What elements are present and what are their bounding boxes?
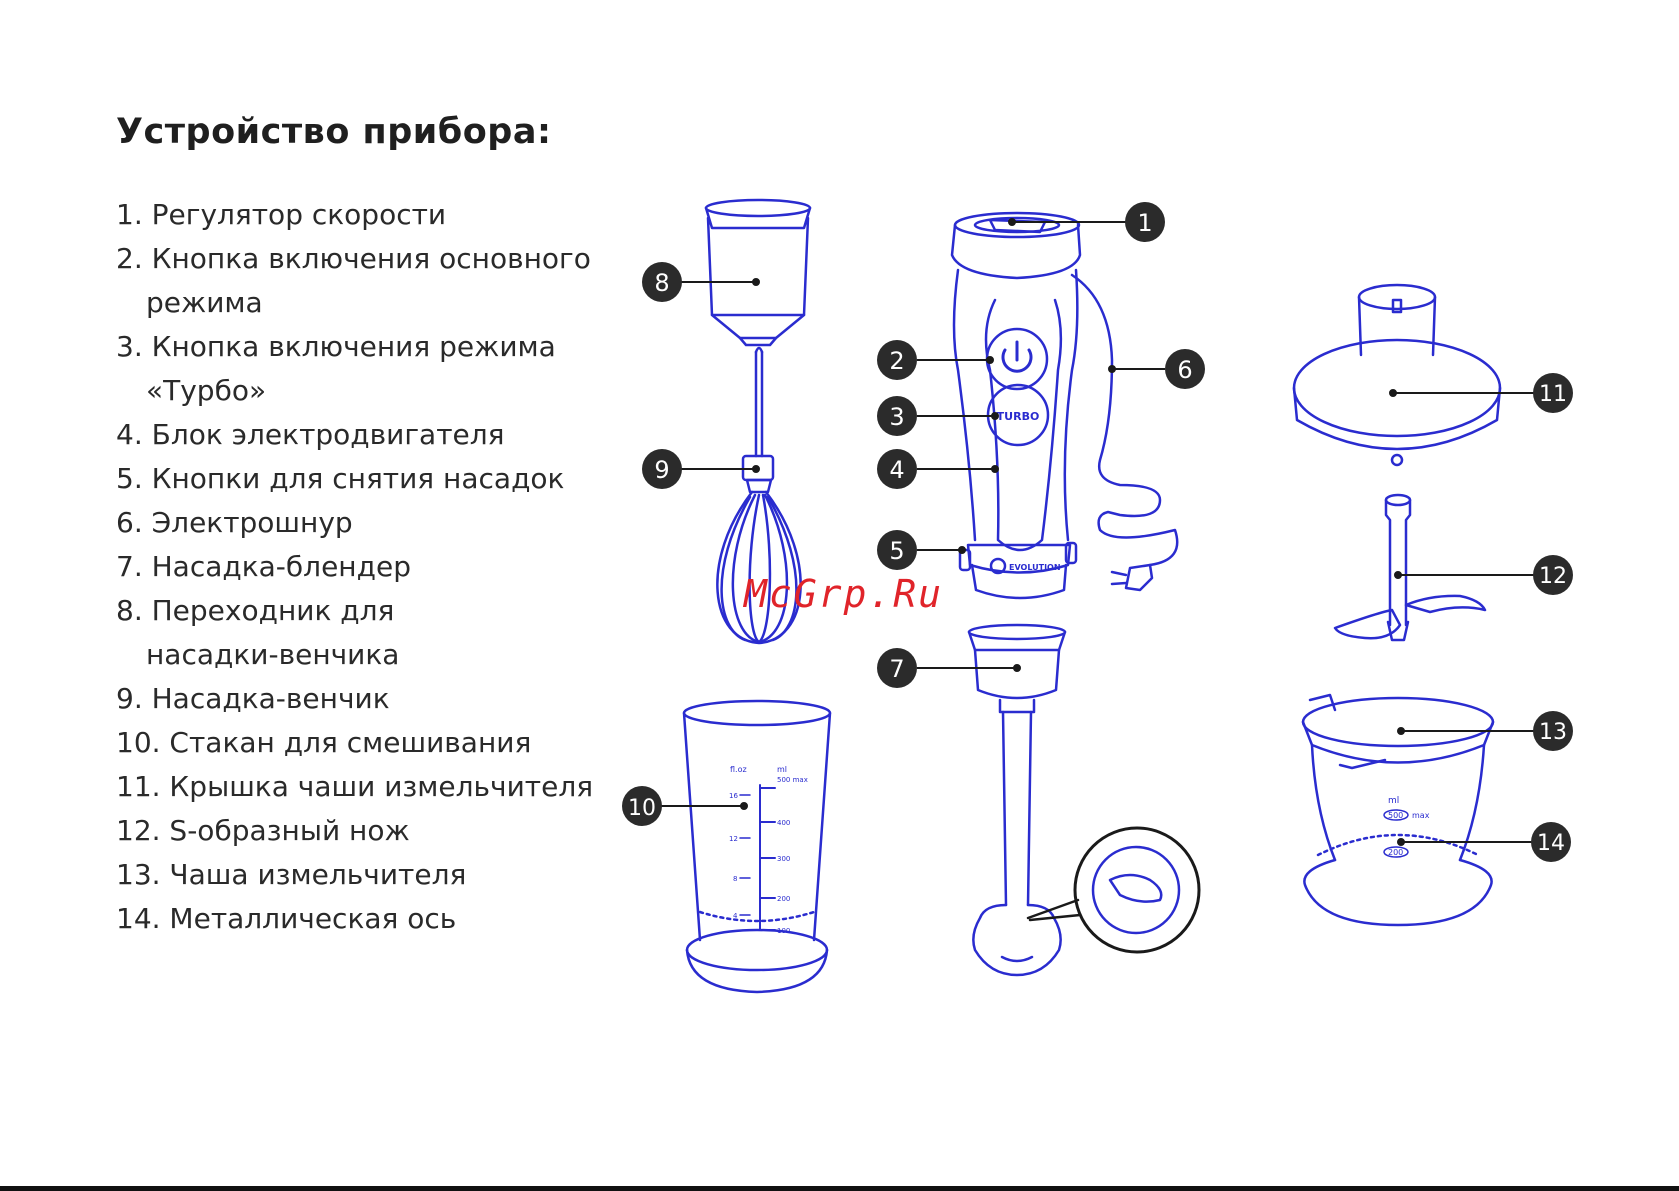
part-label: 11. Крышка чаши измельчителя	[116, 770, 594, 803]
chopper-lid-drawing	[1292, 283, 1502, 467]
part-label: 3. Кнопка включения режима	[116, 330, 556, 363]
bowl-ml-label: ml	[1388, 796, 1399, 806]
mixing-cup-drawing	[682, 699, 832, 994]
callout-badge: 9	[642, 449, 682, 489]
part-label: 13. Чаша измельчителя	[116, 858, 467, 891]
callout-badge: 10	[622, 786, 662, 826]
callout-number: 11	[1539, 382, 1567, 407]
callout-number: 9	[654, 456, 669, 484]
part-label: 8. Переходник для	[116, 594, 395, 627]
callout-number: 4	[889, 456, 904, 484]
callout-badge: 1	[1125, 202, 1165, 242]
bowl-max-label: max	[1412, 811, 1430, 820]
list-item: 14. Металлическая ось	[116, 897, 593, 941]
callout-badge: 11	[1533, 373, 1573, 413]
page-title: Устройство прибора:	[116, 112, 552, 152]
list-item: 5. Кнопки для снятия насадок	[116, 457, 593, 501]
watermark: McGrp.Ru	[744, 572, 944, 616]
callout-number: 3	[889, 403, 904, 431]
chopper-bowl-drawing	[1301, 693, 1495, 927]
list-item: 3. Кнопка включения режима «Турбо»	[116, 325, 593, 413]
callout-number: 1	[1137, 209, 1152, 237]
cup-tick-label: 400	[777, 819, 790, 827]
motor-unit-drawing	[950, 211, 1082, 600]
brand-label: EVOLUTION	[1009, 563, 1061, 572]
callout-badge: 13	[1533, 711, 1573, 751]
list-item: 2. Кнопка включения основного режима	[116, 237, 593, 325]
callout-number: 6	[1177, 356, 1192, 384]
cup-tick-label: 300	[777, 855, 790, 863]
list-item: 12. S-образный нож	[116, 809, 593, 853]
parts-list: 1. Регулятор скорости 2. Кнопка включени…	[116, 193, 593, 941]
callout-number: 5	[889, 537, 904, 565]
cup-tick-label: 100	[777, 927, 790, 935]
power-cord-drawing	[1070, 273, 1179, 592]
bowl-200-label: 200	[1388, 848, 1403, 857]
cup-tick-label: 200	[777, 895, 790, 903]
callout-badge: 7	[877, 648, 917, 688]
part-label: 6. Электрошнур	[116, 506, 353, 539]
list-item: 6. Электрошнур	[116, 501, 593, 545]
part-label: 4. Блок электродвигателя	[116, 418, 505, 451]
part-label: 9. Насадка-венчик	[116, 682, 390, 715]
callout-number: 12	[1539, 564, 1567, 589]
part-label: 10. Стакан для смешивания	[116, 726, 532, 759]
list-item: 8. Переходник для насадки-венчика	[116, 589, 593, 677]
part-label: 14. Металлическая ось	[116, 902, 457, 935]
callout-badge: 6	[1165, 349, 1205, 389]
callout-badge: 3	[877, 396, 917, 436]
cup-ml-label: ml	[777, 765, 787, 774]
list-item: 7. Насадка-блендер	[116, 545, 593, 589]
list-item: 10. Стакан для смешивания	[116, 721, 593, 765]
cup-oz-tick-label: 12	[729, 835, 738, 843]
callout-number: 8	[654, 269, 669, 297]
part-label-continued: режима	[146, 286, 263, 319]
list-item: 1. Регулятор скорости	[116, 193, 593, 237]
part-label: 12. S-образный нож	[116, 814, 410, 847]
cup-tick-label: 500 max	[777, 776, 808, 784]
blender-leg-drawing	[967, 623, 1201, 977]
cup-oz-tick-label: 8	[733, 875, 737, 883]
s-blade-drawing	[1333, 493, 1487, 642]
cup-floz-label: fl.oz	[730, 765, 747, 774]
callout-number: 14	[1537, 831, 1565, 856]
whisk-adapter-drawing	[704, 198, 812, 347]
bowl-500-label: 500	[1388, 811, 1403, 820]
list-item: 11. Крышка чаши измельчителя	[116, 765, 593, 809]
whisk-drawing	[716, 346, 802, 645]
callout-number: 2	[889, 347, 904, 375]
part-label-continued: насадки-венчика	[146, 638, 400, 671]
list-item: 13. Чаша измельчителя	[116, 853, 593, 897]
part-label: 1. Регулятор скорости	[116, 198, 447, 231]
callout-badge: 14	[1531, 822, 1571, 862]
part-label: 2. Кнопка включения основного	[116, 242, 591, 275]
callout-badge: 12	[1533, 555, 1573, 595]
callout-badge: 8	[642, 262, 682, 302]
turbo-button-label: TURBO	[997, 410, 1040, 423]
callout-badge: 4	[877, 449, 917, 489]
part-label-continued: «Турбо»	[146, 374, 267, 407]
callout-number: 13	[1539, 720, 1567, 745]
cup-oz-tick-label: 16	[729, 792, 738, 800]
list-item: 9. Насадка-венчик	[116, 677, 593, 721]
list-item: 4. Блок электродвигателя	[116, 413, 593, 457]
callout-badge: 2	[877, 340, 917, 380]
callout-number: 10	[628, 796, 656, 821]
part-label: 7. Насадка-блендер	[116, 550, 411, 583]
page-bottom-rule	[0, 1186, 1679, 1191]
callout-badge: 5	[877, 530, 917, 570]
cup-oz-tick-label: 4	[733, 912, 738, 920]
callout-number: 7	[889, 655, 904, 683]
part-label: 5. Кнопки для снятия насадок	[116, 462, 565, 495]
